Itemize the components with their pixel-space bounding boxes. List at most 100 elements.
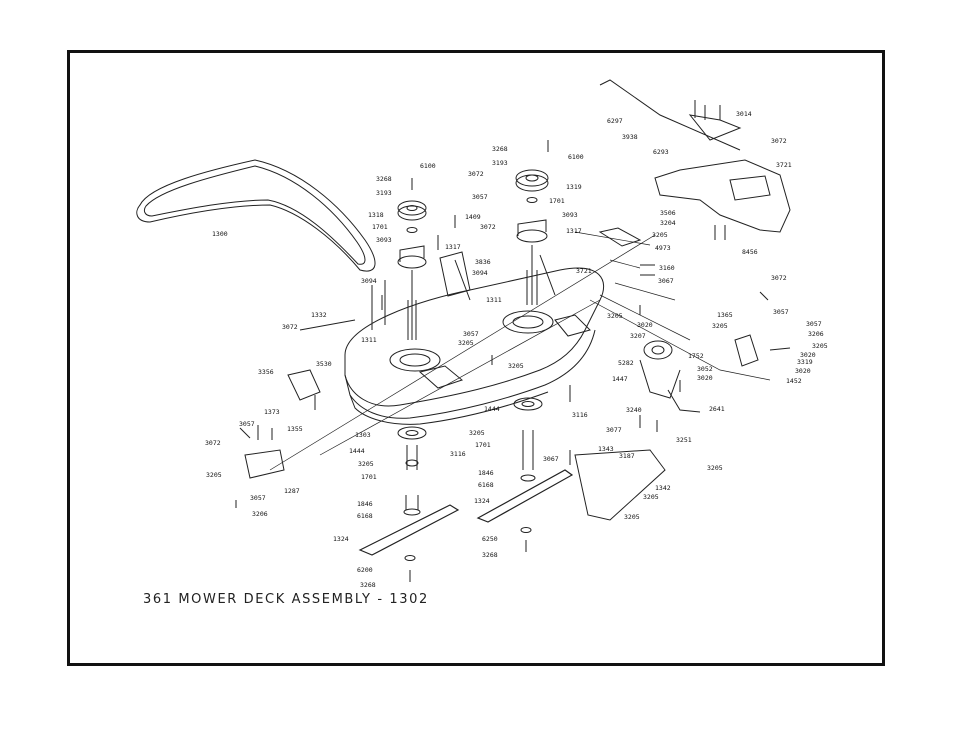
part-number-label: 6168 <box>478 481 494 489</box>
part-number-label: 1317 <box>445 243 461 251</box>
part-number-label: 3207 <box>630 332 646 340</box>
part-number-label: 3160 <box>659 264 675 272</box>
part-number-label: 3093 <box>562 211 578 219</box>
part-number-label: 3205 <box>508 362 524 370</box>
part-number-label: 6297 <box>607 117 623 125</box>
part-number-label: 3052 <box>697 365 713 373</box>
part-number-label: 6100 <box>420 162 436 170</box>
part-number-label: 1846 <box>478 469 494 477</box>
part-number-label: 3072 <box>282 323 298 331</box>
part-number-label: 3205 <box>812 342 828 350</box>
part-number-label: 3319 <box>797 358 813 366</box>
idler-assembly <box>574 227 791 521</box>
part-number-label: 1342 <box>655 484 671 492</box>
part-number-label: 3205 <box>712 322 728 330</box>
part-number-label: 6100 <box>568 153 584 161</box>
part-number-label: 3057 <box>250 494 266 502</box>
part-number-label: 3020 <box>697 374 713 382</box>
part-number-label: 1373 <box>264 408 280 416</box>
part-number-label: 3067 <box>658 277 674 285</box>
assembly-guide-lines <box>269 231 771 471</box>
part-number-label: 3094 <box>361 277 377 285</box>
left-brackets <box>244 251 471 479</box>
part-number-label: 1444 <box>349 447 365 455</box>
part-number-label: 3057 <box>773 308 789 316</box>
part-number-label: 1311 <box>361 336 377 344</box>
part-number-label: 1343 <box>598 445 614 453</box>
part-number-label: 3268 <box>360 581 376 589</box>
drive-belt <box>136 159 376 272</box>
part-number-label: 3205 <box>607 312 623 320</box>
part-number-label: 3057 <box>806 320 822 328</box>
part-number-label: 3205 <box>652 231 668 239</box>
part-number-label: 3072 <box>771 137 787 145</box>
part-number-label: 1287 <box>284 487 300 495</box>
part-number-label: 1332 <box>311 311 327 319</box>
part-number-label: 4973 <box>655 244 671 252</box>
part-number-label: 3014 <box>736 110 752 118</box>
part-number-label: 3721 <box>576 267 592 275</box>
part-number-label: 3356 <box>258 368 274 376</box>
part-number-label: 1409 <box>465 213 481 221</box>
part-number-label: 3240 <box>626 406 642 414</box>
part-number-label: 1452 <box>786 377 802 385</box>
part-number-label: 3205 <box>358 460 374 468</box>
part-number-label: 1701 <box>361 473 377 481</box>
part-number-label: 3836 <box>475 258 491 266</box>
part-number-label: 3268 <box>376 175 392 183</box>
part-number-label: 3205 <box>624 513 640 521</box>
part-number-label: 1355 <box>287 425 303 433</box>
part-number-label: 1324 <box>474 497 490 505</box>
part-number-label: 3268 <box>482 551 498 559</box>
part-number-label: 3057 <box>239 420 255 428</box>
fasteners <box>235 100 769 508</box>
part-number-label: 3020 <box>795 367 811 375</box>
part-number-label: 3205 <box>469 429 485 437</box>
part-number-label: 6200 <box>357 566 373 574</box>
part-number-label: 3093 <box>376 236 392 244</box>
part-number-label: 3251 <box>676 436 692 444</box>
part-number-label: 3057 <box>472 193 488 201</box>
part-number-label: 1447 <box>612 375 628 383</box>
part-number-label: 3205 <box>707 464 723 472</box>
right-spindle-stack <box>476 169 574 552</box>
part-number-label: 3193 <box>492 159 508 167</box>
discharge-shield <box>599 79 791 233</box>
part-number-label: 5282 <box>618 359 634 367</box>
part-number-label: 3020 <box>637 321 653 329</box>
part-number-label: 3077 <box>606 426 622 434</box>
part-number-label: 2641 <box>709 405 725 413</box>
part-number-label: 3072 <box>205 439 221 447</box>
part-number-label: 3020 <box>800 351 816 359</box>
part-number-label: 3094 <box>472 269 488 277</box>
part-number-label: 3072 <box>480 223 496 231</box>
part-number-label: 3187 <box>619 452 635 460</box>
part-number-label: 1324 <box>333 535 349 543</box>
part-number-label: 6168 <box>357 512 373 520</box>
part-number-label: 3205 <box>458 339 474 347</box>
part-number-label: 1444 <box>484 405 500 413</box>
part-number-label: 3057 <box>463 330 479 338</box>
part-number-label: 3205 <box>643 493 659 501</box>
part-number-label: 1317 <box>566 227 582 235</box>
part-number-label: 1846 <box>357 500 373 508</box>
part-number-label: 3116 <box>572 411 588 419</box>
part-number-label: 3193 <box>376 189 392 197</box>
part-number-label: 3205 <box>206 471 222 479</box>
part-number-label: 1701 <box>549 197 565 205</box>
part-number-label: 3072 <box>771 274 787 282</box>
part-number-label: 1701 <box>475 441 491 449</box>
part-number-label: 6293 <box>653 148 669 156</box>
diagram-frame <box>67 50 885 666</box>
part-number-label: 3116 <box>450 450 466 458</box>
part-number-label: 1365 <box>717 311 733 319</box>
left-spindle-stack <box>358 200 460 582</box>
part-number-label: 3938 <box>622 133 638 141</box>
part-number-label: 3530 <box>316 360 332 368</box>
part-number-label: 3506 <box>660 209 676 217</box>
part-number-label: 3072 <box>468 170 484 178</box>
deck-housing <box>344 254 605 425</box>
part-number-label: 1319 <box>566 183 582 191</box>
part-number-label: 1318 <box>368 211 384 219</box>
